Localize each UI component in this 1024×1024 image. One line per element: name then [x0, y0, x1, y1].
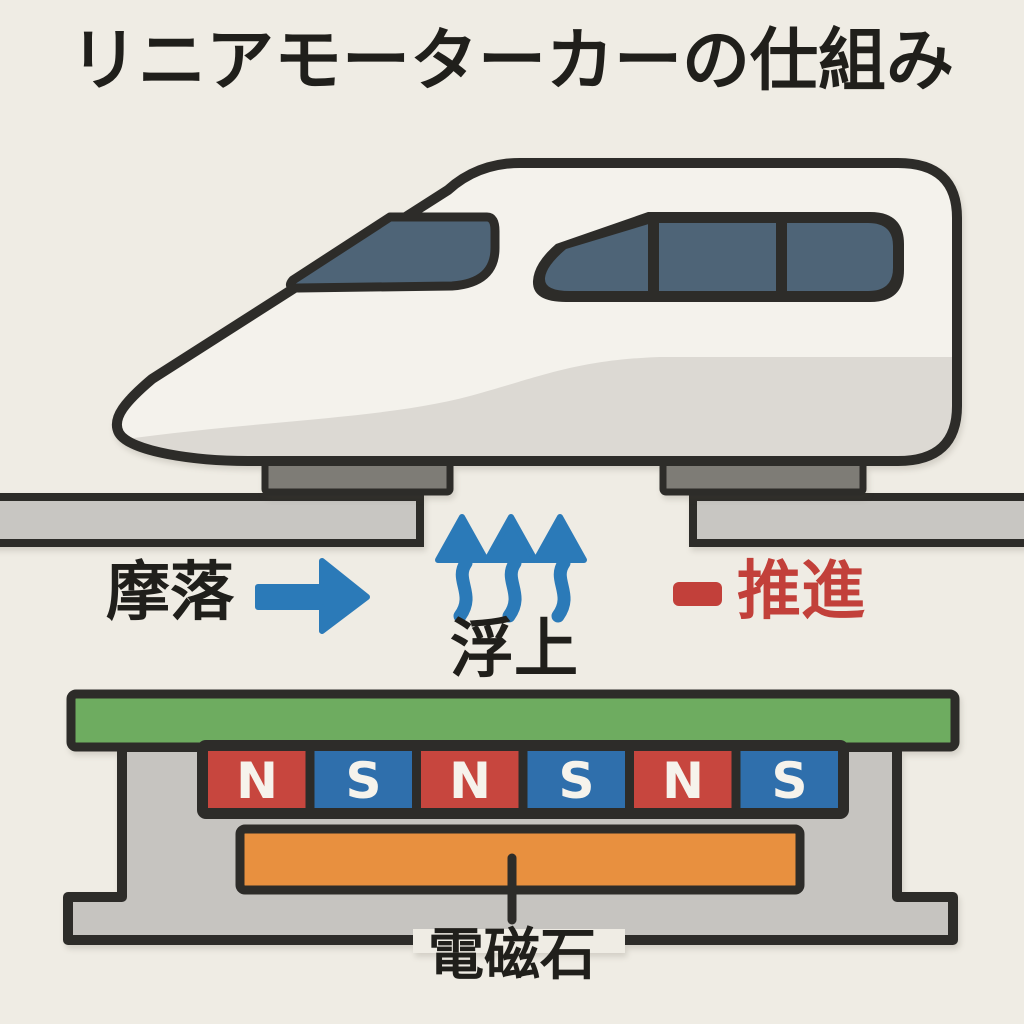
levitation-arrow-stem-1	[453, 556, 473, 623]
levitation-arrow-head-2	[484, 514, 538, 563]
propulsion-dash-icon	[673, 582, 722, 606]
magnet-cell	[527, 751, 625, 808]
track-left-segment	[0, 493, 424, 547]
magnet-pole-label: S	[558, 752, 594, 810]
levitation-label: 浮上	[450, 613, 578, 687]
magnet-cell	[634, 751, 732, 808]
propulsion-label: 推進	[737, 555, 865, 629]
train-body-outline	[111, 158, 962, 466]
guideway-top-plate	[66, 689, 960, 752]
page-title: リニアモーターカーの仕組み	[69, 22, 954, 101]
friction-right-arrow-icon	[255, 558, 370, 634]
magnet-cell	[421, 751, 519, 808]
magnet-pole-label: N	[449, 752, 491, 810]
levitation-arrow-head-1	[435, 514, 489, 563]
train	[111, 158, 962, 496]
guideway-base: N S N S N S	[63, 689, 960, 953]
magnet-cell	[208, 751, 306, 808]
window-divider-1	[648, 214, 659, 300]
magnet-pole-label: N	[236, 752, 278, 810]
track-right-segment	[689, 493, 1024, 547]
magnet-cell	[314, 751, 412, 808]
magnet-pole-label: S	[345, 752, 381, 810]
levitation-arrow-stem-3	[551, 556, 571, 623]
base-border-gap	[413, 929, 625, 953]
magnet-cell	[740, 751, 838, 808]
guideway-rail	[0, 493, 1024, 547]
friction-label: 摩落	[106, 556, 234, 630]
train-lower-band	[116, 357, 957, 461]
magnet-pole-label: N	[662, 752, 704, 810]
levitation-arrow-stem-2	[502, 556, 522, 623]
electromagnet-label: 電磁石	[428, 923, 596, 988]
electromagnet-bar	[235, 824, 805, 895]
side-window-glass	[544, 223, 893, 291]
magnet-pole-label: S	[771, 752, 807, 810]
windscreen-window	[286, 212, 500, 293]
force-arrows	[255, 514, 722, 634]
window-divider-2	[776, 214, 787, 300]
levitation-arrow-head-3	[533, 514, 587, 563]
